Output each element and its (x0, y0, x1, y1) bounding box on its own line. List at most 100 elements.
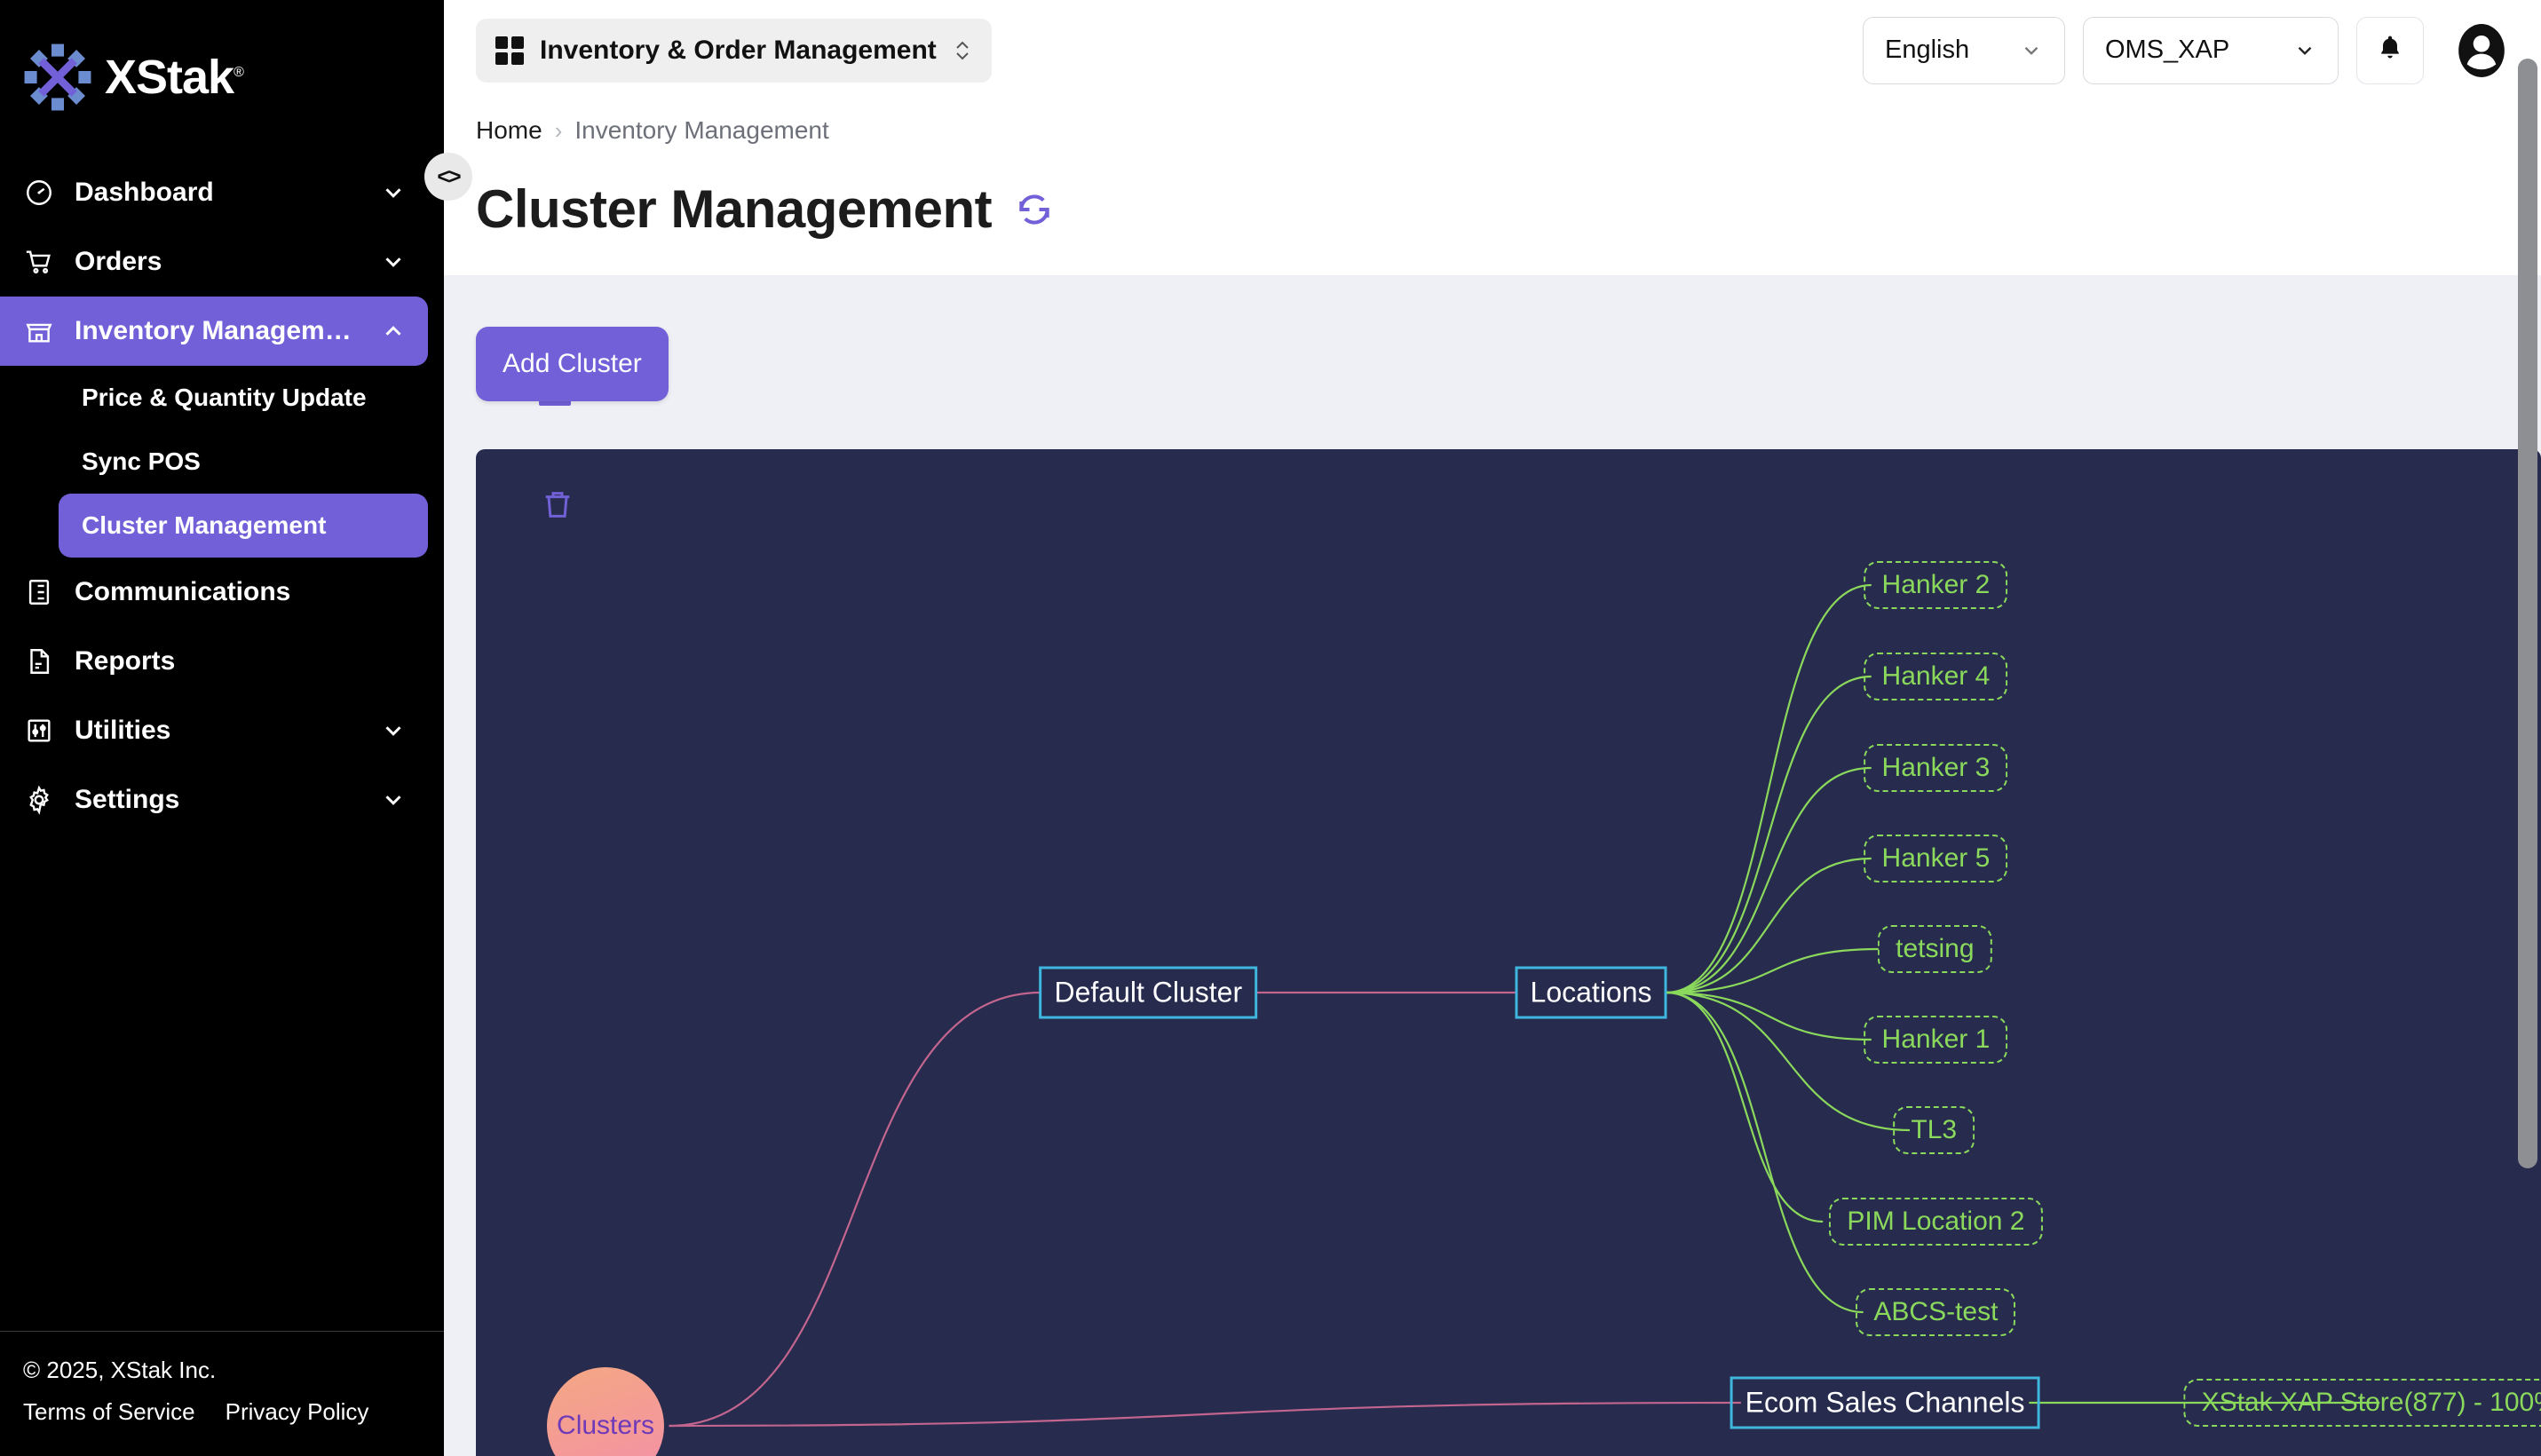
chevron-down-icon (2293, 39, 2316, 62)
sidebar-item-label: Settings (75, 785, 180, 814)
graph-node-abcs[interactable]: ABCS-test (1856, 1288, 2016, 1336)
graph-node-hanker3[interactable]: Hanker 3 (1864, 744, 2008, 792)
graph-node-ecom[interactable]: Ecom Sales Channels (1730, 1376, 2040, 1429)
graph-edge (1666, 993, 1871, 1040)
graph-node-default[interactable]: Default Cluster (1039, 966, 1258, 1019)
graph-node-hanker2[interactable]: Hanker 2 (1864, 560, 2008, 609)
graph-edge (1666, 993, 1863, 1312)
breadcrumb-home[interactable]: Home (476, 116, 542, 144)
sidebar-item-sync-pos[interactable]: Sync POS (59, 430, 428, 494)
subnav-label: Sync POS (82, 447, 201, 475)
graph-edge (1666, 949, 1878, 993)
chevron-down-icon[interactable] (380, 717, 407, 744)
graph-node-wrapper: tetsing (1878, 925, 1992, 973)
app-switcher[interactable]: Inventory & Order Management (476, 18, 992, 83)
graph-edge (1666, 859, 1871, 993)
sidebar-item-label: Dashboard (75, 178, 214, 207)
graph-edge (1666, 768, 1871, 993)
refresh-icon[interactable] (1015, 190, 1054, 229)
graph-node-tl3[interactable]: TL3 (1893, 1106, 1975, 1154)
cart-icon (23, 246, 55, 278)
page-scrollbar[interactable] (2518, 59, 2537, 1195)
sidebar-nav: Dashboard Orders Inventory Manageme... (0, 124, 444, 1331)
scrollbar-thumb[interactable] (2518, 59, 2537, 1168)
graph-node-wrapper: PIM Location 2 (1829, 1198, 2043, 1246)
content-body: Add Cluster Clusters Default Cluster Locat… (444, 275, 2541, 1456)
add-cluster-button[interactable]: Add Cluster (476, 327, 669, 401)
sidebar-item-price-quantity-update[interactable]: Price & Quantity Update (59, 366, 428, 430)
sidebar-item-cluster-management[interactable]: Cluster Management (59, 494, 428, 558)
chevron-up-icon[interactable] (380, 318, 407, 344)
brand-wordmark: XStak® (105, 50, 244, 105)
graph-node-wrapper: TL3 (1893, 1106, 1975, 1154)
graph-edge (669, 993, 1041, 1426)
subnav-label: Cluster Management (82, 511, 327, 539)
sidebar-item-label: Inventory Manageme... (75, 316, 360, 345)
privacy-policy-link[interactable]: Privacy Policy (225, 1398, 369, 1425)
server-icon (23, 576, 55, 608)
zoom-out-control[interactable] (539, 400, 571, 406)
chevron-down-icon[interactable] (380, 179, 407, 206)
graph-node-wrapper: Hanker 3 (1864, 744, 2008, 792)
graph-node-tetsing[interactable]: tetsing (1878, 925, 1992, 973)
tenant-select[interactable]: OMS_XAP (2083, 16, 2339, 84)
avatar[interactable] (2454, 23, 2509, 78)
sidebar-item-settings[interactable]: Settings (0, 765, 428, 835)
graph-edge (1666, 993, 1823, 1222)
sidebar-item-orders[interactable]: Orders (0, 227, 428, 297)
sidebar-footer: © 2025, XStak Inc. Terms of Service Priv… (0, 1331, 444, 1456)
sliders-icon (23, 715, 55, 747)
document-icon (23, 645, 55, 677)
sidebar-item-dashboard[interactable]: Dashboard (0, 158, 428, 227)
topbar: Inventory & Order Management English OMS… (444, 0, 2541, 100)
graph-node-wrapper: Default Cluster (1039, 966, 1258, 1019)
subnav-label: Price & Quantity Update (82, 384, 367, 411)
graph-node-hanker5[interactable]: Hanker 5 (1864, 834, 2008, 882)
graph-edge (1666, 677, 1871, 993)
sidebar: XStak® Dashboard Orders (0, 0, 444, 1456)
breadcrumb-current: Inventory Management (574, 116, 829, 144)
cluster-graph-svg (476, 449, 2541, 1456)
sidebar-item-label: Reports (75, 646, 176, 676)
brand-name: XStak (105, 51, 234, 104)
graph-node-hanker1[interactable]: Hanker 1 (1864, 1016, 2008, 1064)
notifications-button[interactable] (2356, 16, 2424, 84)
graph-edge (669, 1403, 1740, 1426)
bell-icon (2376, 32, 2404, 68)
page-title: Cluster Management (476, 179, 993, 239)
graph-node-clusters[interactable]: Clusters (547, 1367, 665, 1456)
tenant-value: OMS_XAP (2105, 36, 2230, 64)
graph-node-hanker4[interactable]: Hanker 4 (1864, 653, 2008, 700)
xstak-logo-icon (23, 43, 92, 112)
chevron-down-icon[interactable] (380, 787, 407, 813)
chevron-down-icon[interactable] (380, 249, 407, 275)
delete-icon[interactable] (540, 485, 575, 524)
sidebar-item-reports[interactable]: Reports (0, 627, 428, 696)
sidebar-item-label: Utilities (75, 716, 171, 745)
sidebar-item-communications[interactable]: Communications (0, 558, 428, 627)
sidebar-collapse-toggle[interactable]: <> (424, 153, 472, 201)
graph-node-locations[interactable]: Locations (1515, 966, 1667, 1019)
store-icon (23, 315, 55, 347)
graph-node-xapstore[interactable]: XStak XAP Store(877) - 100% (2183, 1379, 2541, 1427)
content-header: Home › Inventory Management Cluster Mana… (444, 100, 2541, 275)
brand-logo-block[interactable]: XStak® (0, 0, 444, 124)
graph-node-wrapper: Hanker 2 (1864, 560, 2008, 609)
gauge-icon (23, 177, 55, 209)
graph-node-wrapper: ABCS-test (1856, 1288, 2016, 1336)
graph-node-wrapper: Ecom Sales Channels (1730, 1376, 2040, 1429)
graph-node-wrapper: Locations (1515, 966, 1667, 1019)
copyright-text: © 2025, XStak Inc. (23, 1357, 217, 1383)
graph-node-wrapper: Clusters (547, 1367, 665, 1456)
language-select[interactable]: English (1863, 16, 2065, 84)
sidebar-item-inventory-management[interactable]: Inventory Manageme... (0, 297, 428, 366)
breadcrumb-separator: › (554, 116, 563, 144)
chevron-down-icon (2020, 39, 2043, 62)
sidebar-item-utilities[interactable]: Utilities (0, 696, 428, 765)
terms-of-service-link[interactable]: Terms of Service (23, 1398, 195, 1425)
brand-trademark: ® (234, 65, 244, 80)
graph-node-pim2[interactable]: PIM Location 2 (1829, 1198, 2043, 1246)
graph-node-wrapper: Hanker 4 (1864, 653, 2008, 700)
